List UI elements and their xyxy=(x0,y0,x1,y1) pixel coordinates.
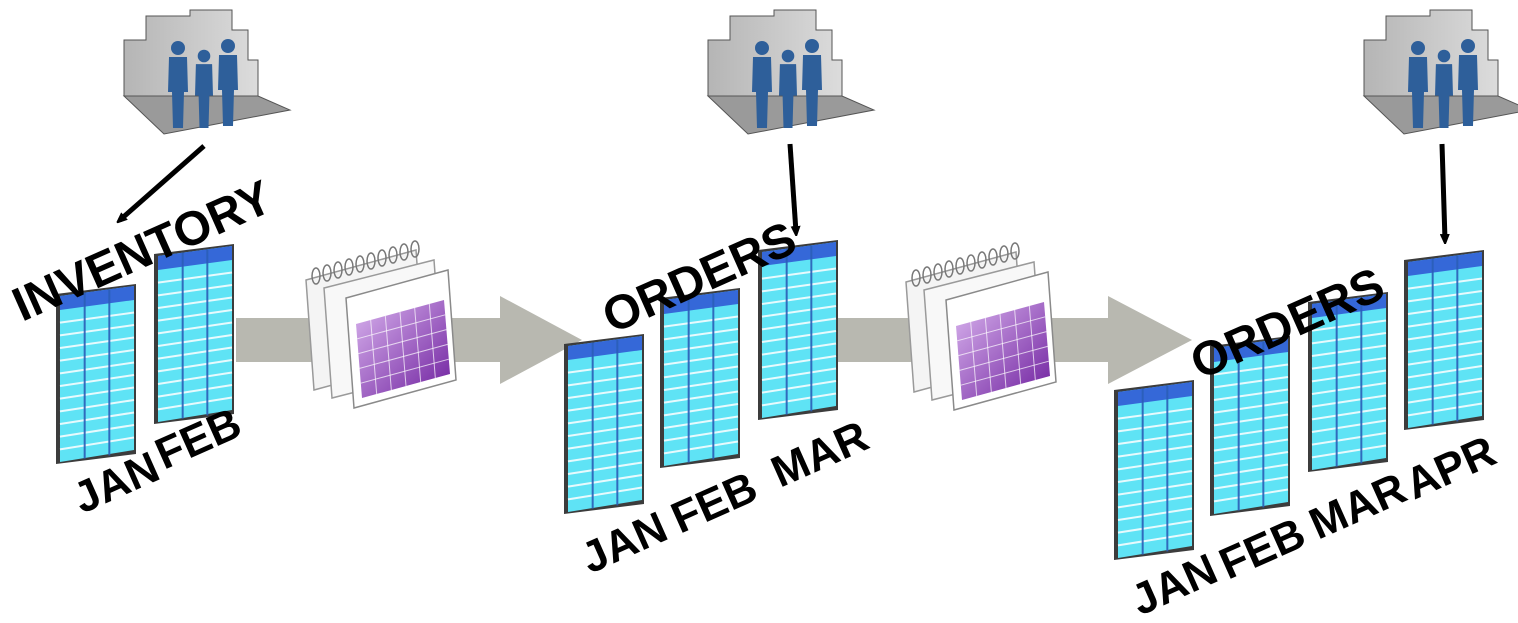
pointer-arrows xyxy=(120,143,1445,240)
stage-2-month-2: FEB xyxy=(664,463,764,544)
table-orders-apr-s3 xyxy=(1404,250,1484,430)
stage-3-month-3: MAR xyxy=(1302,464,1413,550)
calendar-icon-2 xyxy=(905,242,1057,411)
users-room-icon-2 xyxy=(706,9,876,135)
stage-2-month-3: MAR xyxy=(764,412,875,498)
pointer-arrow-orders-apr xyxy=(1439,143,1445,240)
table-orders-feb-s3 xyxy=(1210,336,1290,516)
table-inventory-jan xyxy=(56,284,136,464)
calendar-icon-1 xyxy=(305,240,457,409)
stage-3-month-4: APR xyxy=(1398,427,1503,510)
stage-3-month-2: FEB xyxy=(1212,509,1312,590)
pointer-arrow-orders-mar xyxy=(787,143,796,232)
table-orders-feb-s2 xyxy=(660,288,740,468)
table-orders-jan-s2 xyxy=(564,334,644,514)
users-room-icon-1 xyxy=(122,9,292,135)
table-orders-mar-s2 xyxy=(758,240,838,420)
users-room-icon-3 xyxy=(1362,9,1518,135)
table-orders-mar-s3 xyxy=(1308,292,1388,472)
table-orders-jan-s3 xyxy=(1114,380,1194,560)
table-inventory-feb xyxy=(154,244,234,424)
pointer-arrow-inventory xyxy=(120,144,206,220)
stage-2-month-1: JAN xyxy=(574,503,674,584)
stage-1-title: INVENTORY xyxy=(5,171,280,332)
